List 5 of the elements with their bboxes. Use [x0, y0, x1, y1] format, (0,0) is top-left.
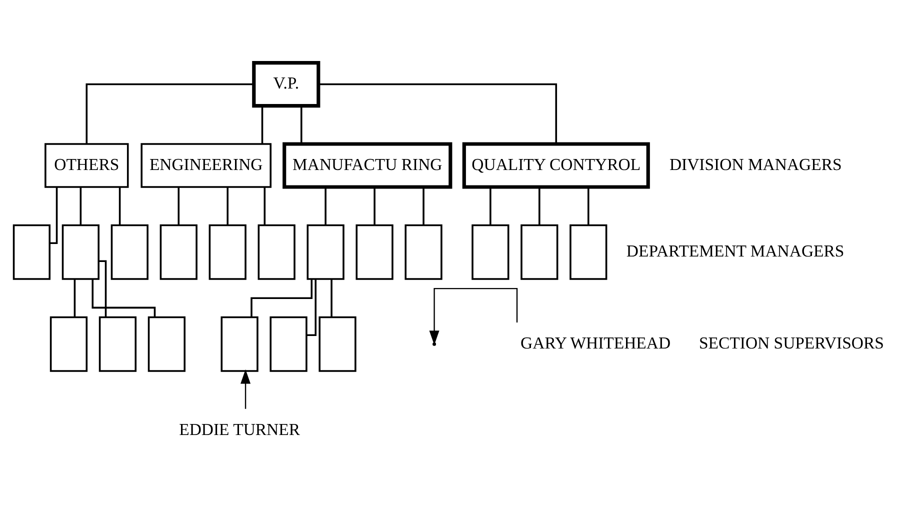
node-text: GARY WHITEHEAD	[520, 334, 671, 353]
label: SECTION SUPERVISORS	[699, 334, 884, 353]
label: DIVISION MANAGERS	[669, 154, 842, 174]
label: DEPARTEMENT MANAGERS	[626, 242, 844, 261]
node-text: EDDIE TURNER	[179, 420, 300, 440]
